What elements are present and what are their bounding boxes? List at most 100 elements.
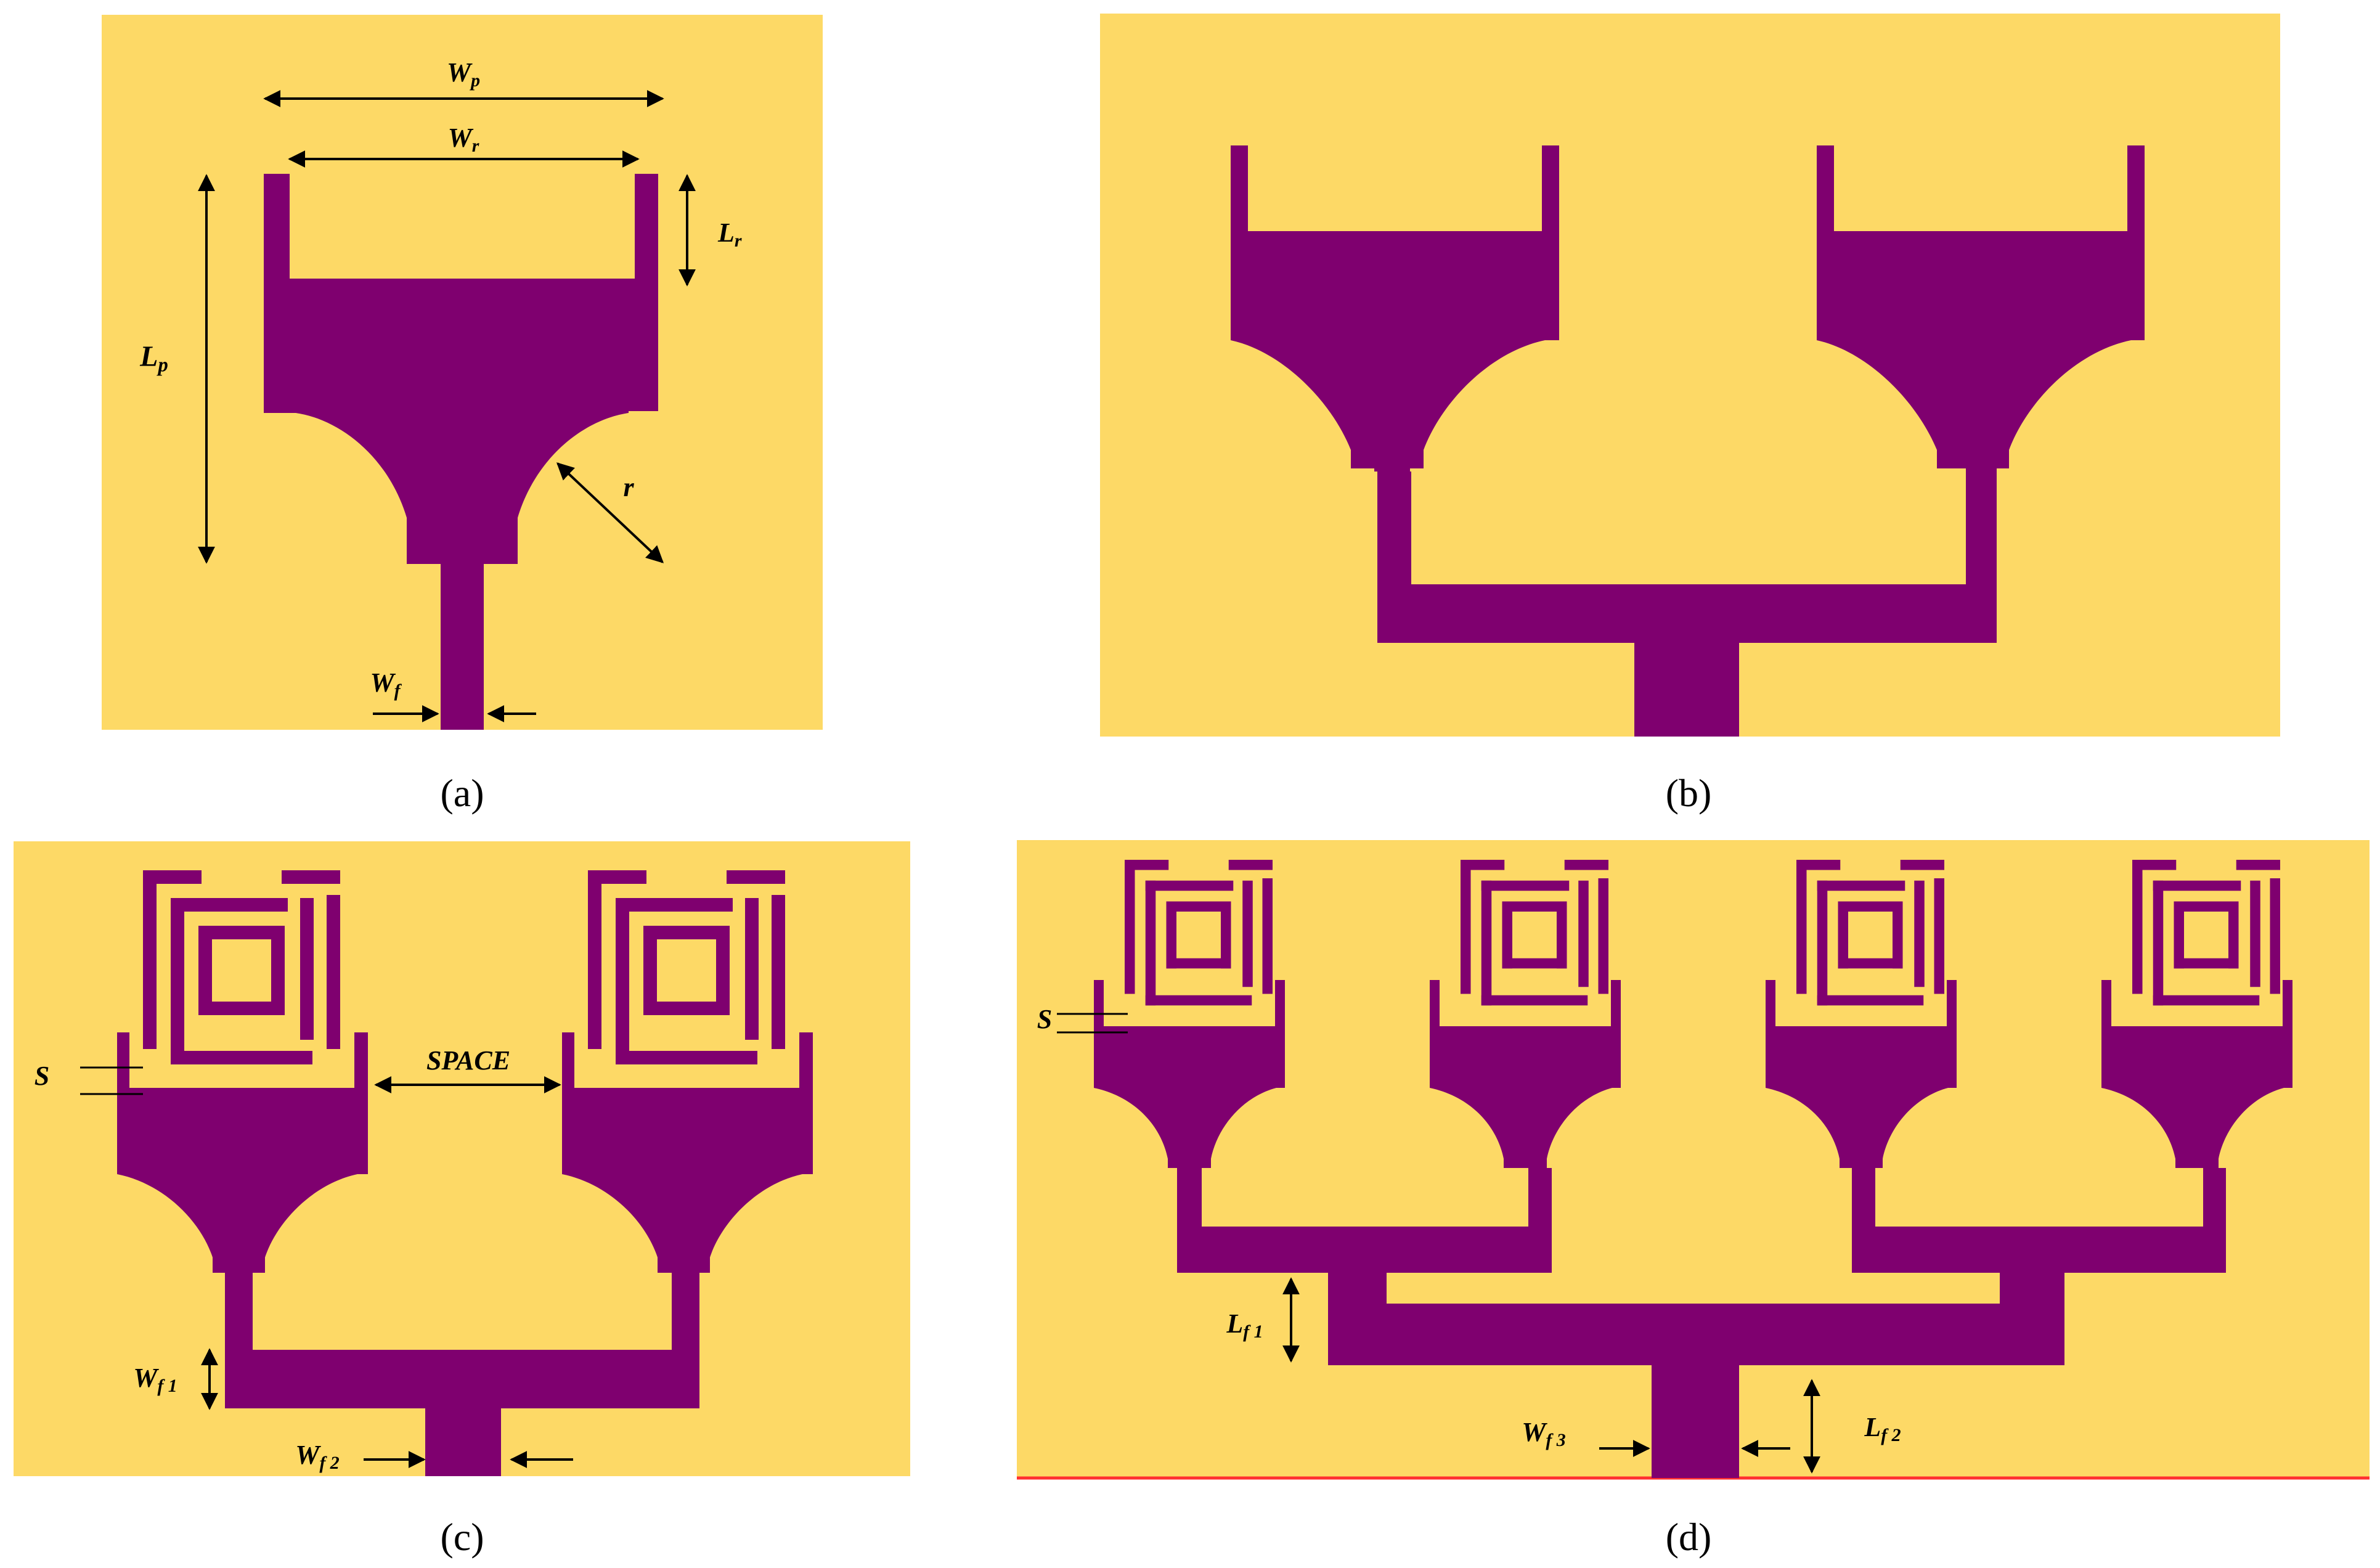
dim-s-c: S [35, 1061, 143, 1095]
label-wf1: Wf 1 [133, 1363, 177, 1396]
srr-inner-left [643, 926, 657, 1015]
patch-element-b-1 [1231, 145, 1997, 737]
srr-inner-left [2174, 901, 2184, 969]
srr-inner-top [198, 926, 285, 939]
srr-elements-c [143, 870, 785, 1064]
srr-outer-right [772, 895, 785, 1049]
dim-wf: Wf [370, 668, 536, 722]
patch-element-d-1 [1094, 980, 1285, 1168]
srr-mid-top [171, 898, 288, 912]
dim-lp: Lp [139, 174, 215, 564]
srr-inner-right [271, 926, 285, 1015]
srr-inner-left [1166, 901, 1176, 969]
srr-mid-bottom [171, 1051, 312, 1064]
srr-inner-left [1502, 901, 1512, 969]
srr-outer-top-right [2236, 860, 2280, 870]
srr-inner-top [1838, 901, 1903, 912]
patch-element-d-2 [1430, 980, 1621, 1168]
srr-d2 [1461, 860, 1608, 1006]
feed-network-c [225, 1273, 699, 1476]
srr-inner-top [1502, 901, 1567, 912]
dim-wr: Wr [288, 123, 640, 168]
srr-mid-left [1145, 880, 1156, 1006]
srr-c1 [143, 870, 340, 1064]
srr-mid-top [616, 898, 733, 912]
srr-inner-right [2228, 901, 2239, 969]
srr-outer-right [1598, 878, 1608, 994]
dim-wf3: Wf 3 [1522, 1417, 1790, 1457]
srr-mid-right [2250, 880, 2260, 987]
patch-element-c-2 [562, 1032, 813, 1273]
srr-outer-left [1125, 860, 1135, 994]
srr-outer-right [1262, 878, 1273, 994]
srr-outer-top-right [1900, 860, 1944, 870]
dim-lf2: Lf 2 [1803, 1379, 1901, 1474]
feed-network-d [1177, 1168, 2226, 1478]
srr-outer-top-left [1125, 860, 1169, 870]
srr-outer-top-right [1564, 860, 1608, 870]
srr-outer-top-left [1461, 860, 1505, 870]
srr-mid-bottom [2153, 995, 2260, 1006]
srr-outer-top-right [727, 870, 785, 884]
label-lf1: Lf 1 [1226, 1309, 1263, 1342]
patch-elements-d [1094, 980, 2292, 1168]
label-wp: Wp [447, 57, 480, 91]
label-space: SPACE [426, 1045, 510, 1076]
caption-a: (a) [440, 771, 484, 815]
srr-inner-bottom [1166, 958, 1231, 969]
dim-lr: Lr [679, 174, 742, 287]
srr-mid-left [616, 898, 629, 1064]
single-patch-element [264, 174, 658, 730]
srr-mid-right [745, 898, 759, 1040]
srr-mid-bottom [1817, 995, 1924, 1006]
srr-inner-top [2174, 901, 2239, 912]
srr-inner-right [1557, 901, 1567, 969]
srr-d4 [2132, 860, 2280, 1006]
dim-space: SPACE [374, 1045, 561, 1093]
srr-outer-right [1934, 878, 1944, 994]
label-s-d: S [1037, 1004, 1052, 1034]
srr-mid-top [2153, 880, 2241, 891]
srr-outer-left [1796, 860, 1807, 994]
srr-mid-right [300, 898, 314, 1040]
dim-s-d: S [1037, 1004, 1128, 1034]
srr-outer-top-left [143, 870, 202, 884]
dim-wf1: Wf 1 [133, 1348, 218, 1410]
label-wf3: Wf 3 [1522, 1417, 1566, 1450]
srr-inner-top [643, 926, 730, 939]
srr-inner-bottom [1502, 958, 1567, 969]
srr-inner-right [1221, 901, 1231, 969]
srr-outer-right [327, 895, 340, 1049]
srr-inner-bottom [643, 1002, 730, 1015]
patch-element-d-3 [1766, 980, 1957, 1168]
panel-c: S SPACE Wf 1 Wf 2 (c) [14, 841, 910, 1559]
srr-mid-left [1817, 880, 1828, 1006]
srr-outer-top-left [2132, 860, 2177, 870]
dim-lf1: Lf 1 [1226, 1277, 1300, 1363]
patch-element-c-1 [117, 1032, 368, 1273]
srr-mid-left [171, 898, 184, 1064]
caption-c: (c) [440, 1515, 484, 1559]
srr-outer-top-right [282, 870, 340, 884]
srr-mid-bottom [1481, 995, 1588, 1006]
srr-outer-left [143, 870, 157, 1049]
label-lr: Lr [717, 218, 742, 251]
srr-mid-right [1242, 880, 1253, 987]
srr-mid-top [1817, 880, 1905, 891]
srr-inner-left [1838, 901, 1848, 969]
srr-outer-left [2132, 860, 2143, 994]
patch-element-d-4 [2101, 980, 2292, 1168]
panel-b: (b) [1100, 14, 2280, 815]
srr-inner-bottom [198, 1002, 285, 1015]
srr-outer-right [2270, 878, 2280, 994]
dim-r: r [556, 462, 664, 563]
srr-mid-left [1481, 880, 1492, 1006]
srr-inner-bottom [2174, 958, 2239, 969]
srr-inner-right [716, 926, 730, 1015]
srr-mid-bottom [1145, 995, 1252, 1006]
caption-d: (d) [1666, 1515, 1712, 1559]
srr-d3 [1796, 860, 1944, 1006]
label-wf: Wf [370, 668, 402, 701]
srr-outer-left [588, 870, 601, 1049]
label-r: r [623, 472, 634, 502]
